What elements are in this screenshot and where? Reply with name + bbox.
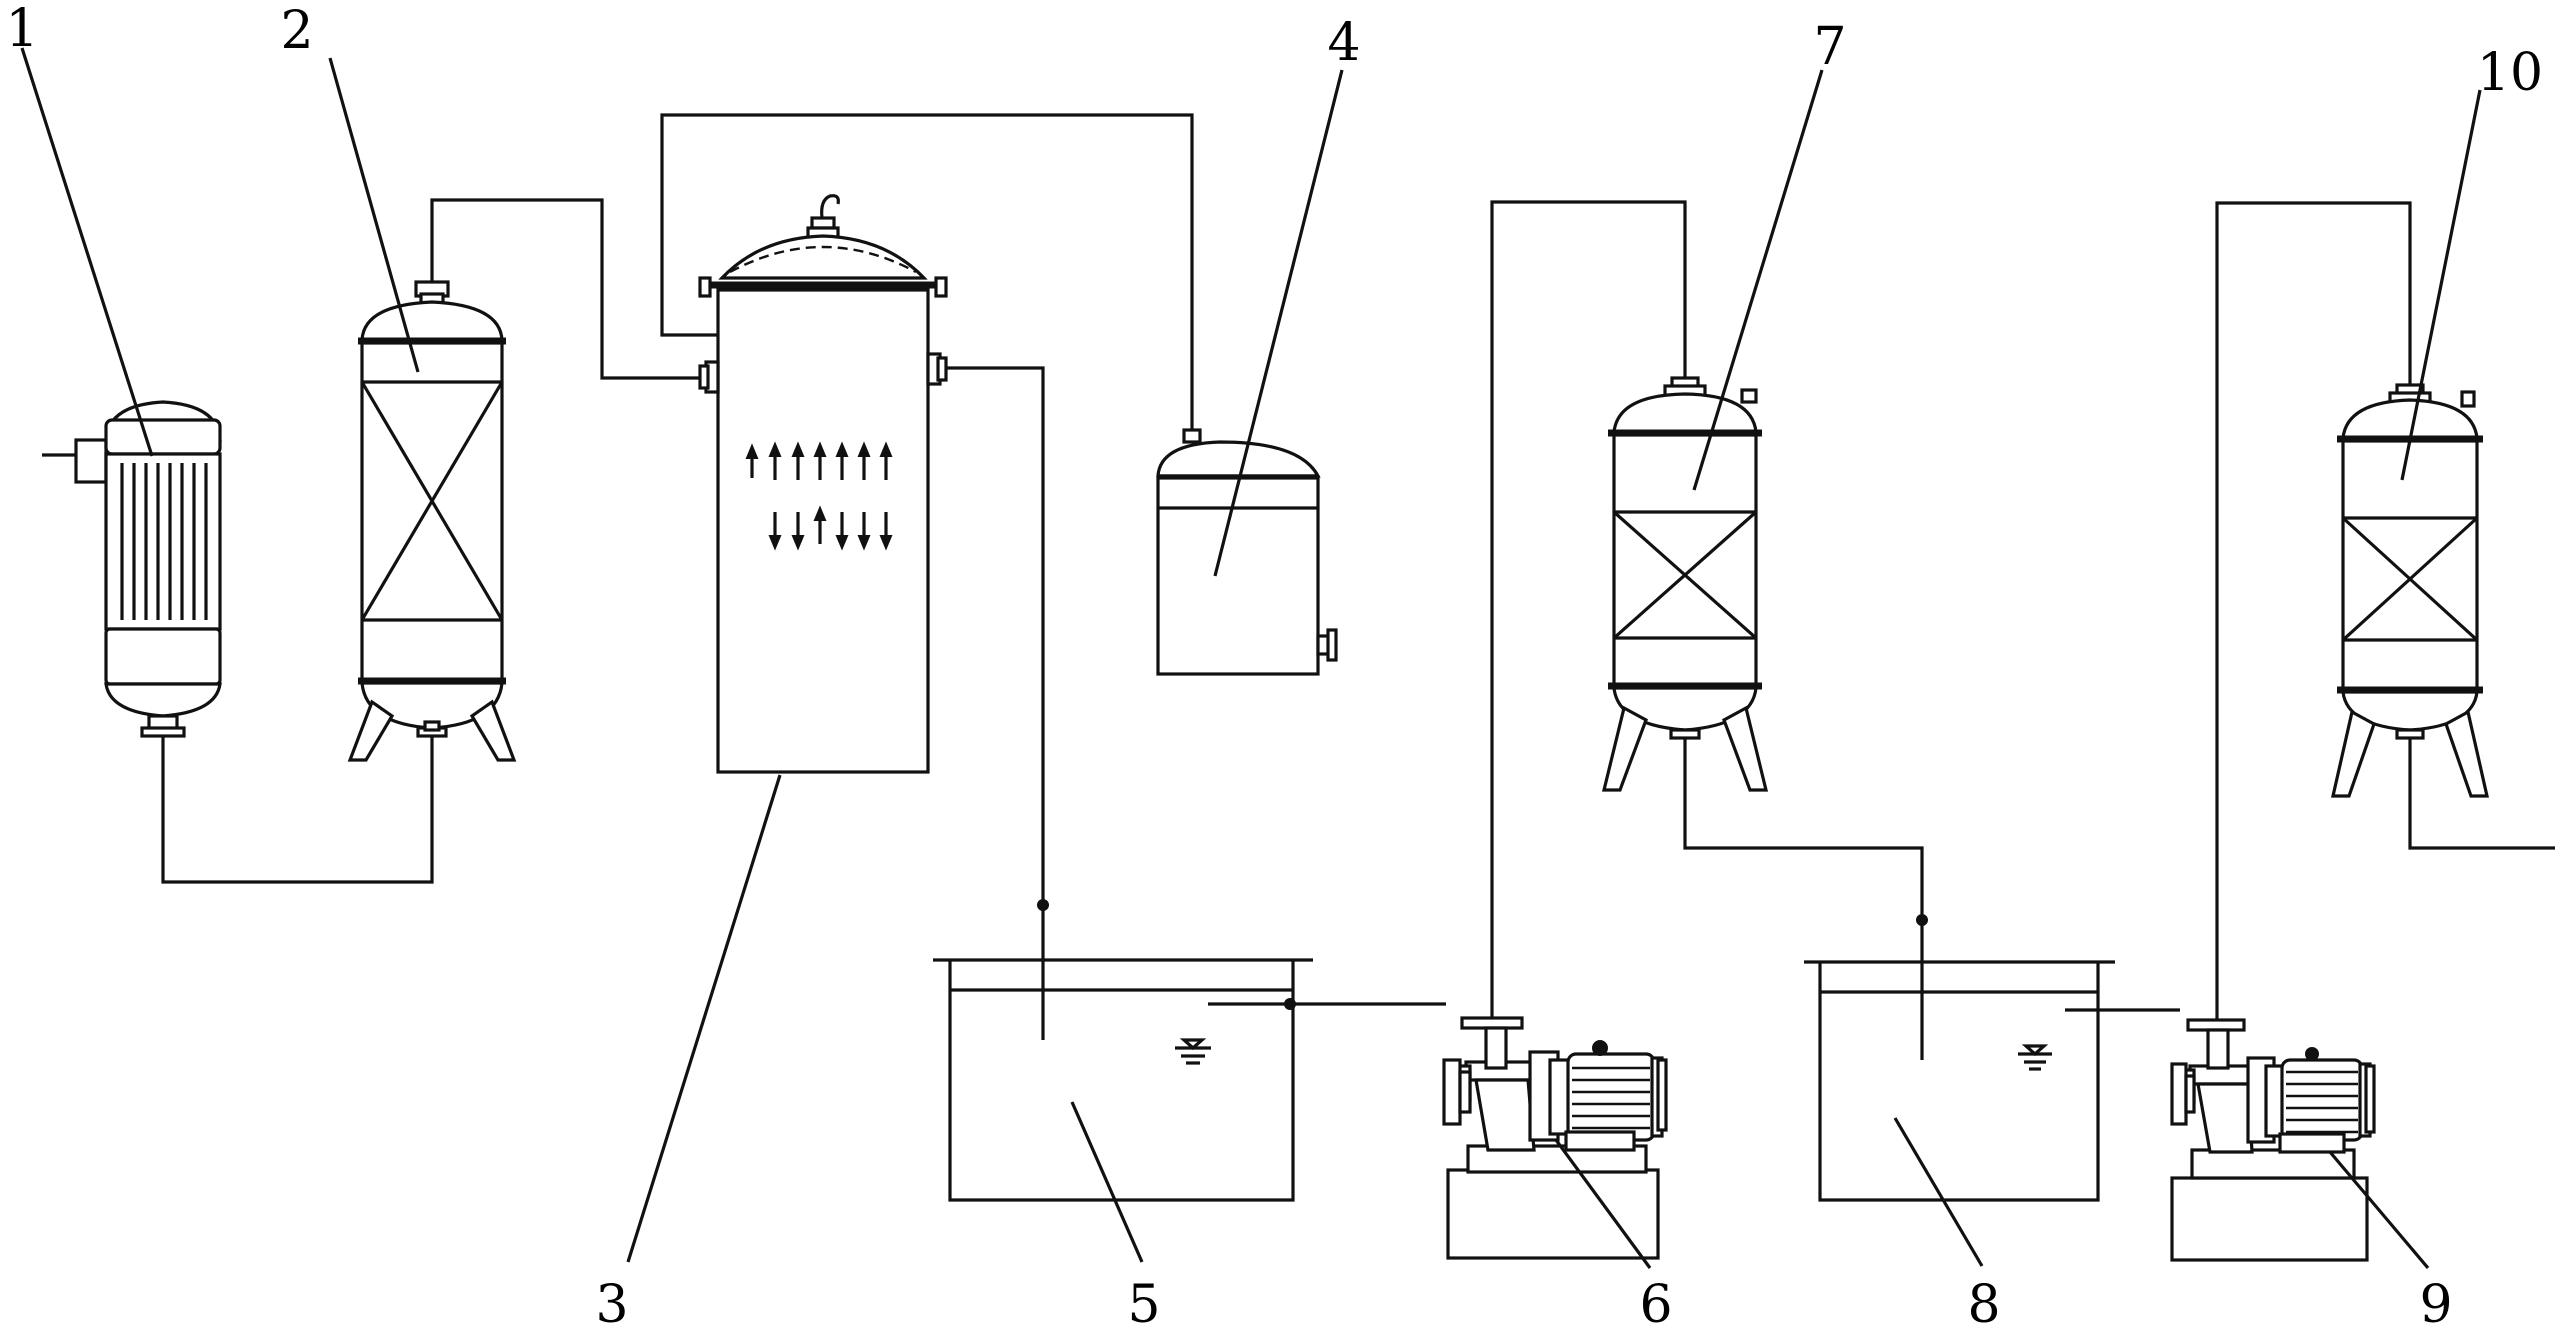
equipment-9-pump bbox=[2170, 1018, 2376, 1262]
label-9: 9 bbox=[2419, 1275, 2452, 1335]
pipes bbox=[161, 113, 2555, 1060]
label-7: 7 bbox=[1813, 17, 1846, 77]
pipe-6-to-7 bbox=[1490, 200, 1687, 1018]
label-6: 6 bbox=[1639, 1275, 1672, 1335]
equipment-4-vessel bbox=[1156, 428, 1338, 676]
leader-lines bbox=[20, 47, 2482, 1270]
number-labels: 1 2 3 4 5 6 7 8 9 10 bbox=[5, 0, 2543, 1335]
label-3: 3 bbox=[595, 1275, 628, 1335]
label-10: 10 bbox=[2477, 43, 2543, 103]
pipe-3-to-4 bbox=[660, 113, 1194, 430]
water-level-symbol-5 bbox=[1175, 1038, 1211, 1065]
label-5: 5 bbox=[1127, 1275, 1160, 1335]
flow-arrows-lower bbox=[768, 505, 893, 551]
equipment-8-tank bbox=[1804, 960, 2115, 1202]
pipe-7-to-8 bbox=[1683, 735, 1924, 1060]
water-level-symbol-8 bbox=[2018, 1044, 2052, 1071]
pipe-10-outlet bbox=[2408, 735, 2555, 850]
pipe-3-to-5-marker bbox=[1037, 899, 1049, 911]
label-8: 8 bbox=[1967, 1275, 2000, 1335]
equipment-6-pump bbox=[1442, 1016, 1668, 1260]
label-1: 1 bbox=[5, 0, 38, 59]
equipment-5-tank bbox=[933, 958, 1313, 1202]
label-4: 4 bbox=[1327, 13, 1360, 73]
pipe-1-to-2 bbox=[161, 735, 434, 884]
pipe-7-to-8-marker bbox=[1916, 914, 1928, 926]
pipe-2-to-3 bbox=[430, 198, 700, 380]
flow-arrows-upper bbox=[745, 441, 893, 480]
pipe-3-to-5 bbox=[937, 366, 1045, 1040]
label-2: 2 bbox=[280, 1, 313, 61]
equipment-2-column bbox=[347, 280, 517, 762]
equipment-1-heat-exchanger bbox=[42, 400, 222, 738]
equipment-10-column bbox=[2330, 383, 2490, 798]
pipe-9-to-10 bbox=[2215, 201, 2412, 1022]
equipment-7-column bbox=[1601, 376, 1769, 792]
equipment-3-reactor bbox=[698, 194, 948, 774]
